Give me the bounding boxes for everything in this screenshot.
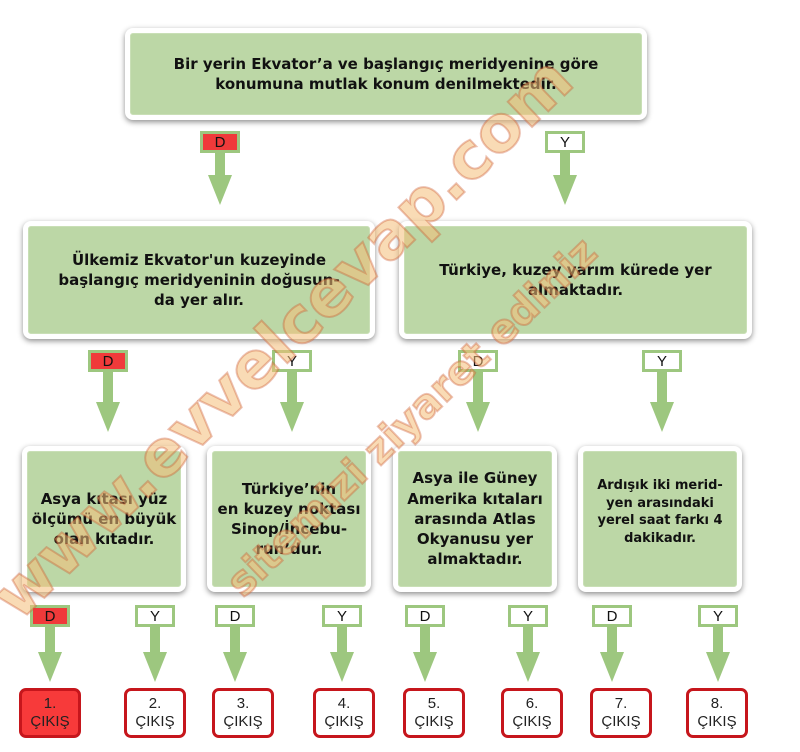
exit-6[interactable]: 6. ÇIKIŞ xyxy=(501,688,563,738)
level2-right-false-arrow xyxy=(650,372,674,432)
exit-8-label: ÇIKIŞ xyxy=(697,713,737,730)
level3-2-true-label[interactable]: D xyxy=(215,605,255,627)
level3-4-true-arrow xyxy=(600,627,624,682)
level3-3-true-arrow xyxy=(413,627,437,682)
root-true-label[interactable]: D xyxy=(200,131,240,153)
level3-1-true-arrow xyxy=(38,627,62,682)
level3-1-false-arrow xyxy=(143,627,167,682)
exit-4[interactable]: 4. ÇIKIŞ xyxy=(313,688,375,738)
root-false-arrow xyxy=(553,153,577,205)
level3-text-1: Asya kıtası yüz ölçümü en büyük olan kıt… xyxy=(31,489,177,549)
exit-8-number: 8. xyxy=(710,695,724,712)
level3-box-4: Ardışık iki merid- yen arasındaki yerel … xyxy=(578,446,742,592)
level2-left-true-arrow xyxy=(96,372,120,432)
level3-box-1: Asya kıtası yüz ölçümü en büyük olan kıt… xyxy=(22,446,186,592)
exit-2-label: ÇIKIŞ xyxy=(135,713,175,730)
exit-6-label: ÇIKIŞ xyxy=(512,713,552,730)
exit-4-number: 4. xyxy=(337,695,351,712)
level3-3-false-arrow xyxy=(516,627,540,682)
level3-3-false-label[interactable]: Y xyxy=(508,605,548,627)
level3-2-true-arrow xyxy=(223,627,247,682)
exit-1-label: ÇIKIŞ xyxy=(30,713,70,730)
exit-6-number: 6. xyxy=(525,695,539,712)
exit-2-number: 2. xyxy=(148,695,162,712)
level2-right-box: Türkiye, kuzey yarım kürede yer almaktad… xyxy=(399,221,752,339)
level3-1-false-label[interactable]: Y xyxy=(135,605,175,627)
level3-text-2: Türkiye’nin en kuzey noktası Sinop/İnceb… xyxy=(217,479,361,559)
exit-3[interactable]: 3. ÇIKIŞ xyxy=(212,688,274,738)
level2-left-true-label[interactable]: D xyxy=(88,350,128,372)
level3-text-4: Ardışık iki merid- yen arasındaki yerel … xyxy=(597,478,723,546)
root-false-label[interactable]: Y xyxy=(545,131,585,153)
exit-7-number: 7. xyxy=(614,695,628,712)
exit-1[interactable]: 1. ÇIKIŞ xyxy=(19,688,81,738)
level3-4-false-label[interactable]: Y xyxy=(698,605,738,627)
level2-right-true-label[interactable]: D xyxy=(458,350,498,372)
level3-text-3: Asya ile Güney Amerika kıtaları arasında… xyxy=(407,469,543,569)
exit-3-label: ÇIKIŞ xyxy=(223,713,263,730)
root-question-text: Bir yerin Ekvator’a ve başlangıç meridye… xyxy=(173,54,599,93)
level2-left-box: Ülkemiz Ekvator'un kuzeyinde başlangıç m… xyxy=(23,221,375,339)
level3-box-3: Asya ile Güney Amerika kıtaları arasında… xyxy=(393,446,557,592)
level2-left-text: Ülkemiz Ekvator'un kuzeyinde başlangıç m… xyxy=(58,250,340,310)
level2-left-false-arrow xyxy=(280,372,304,432)
level3-2-false-label[interactable]: Y xyxy=(322,605,362,627)
exit-1-number: 1. xyxy=(43,695,57,712)
level3-2-false-arrow xyxy=(330,627,354,682)
exit-7-label: ÇIKIŞ xyxy=(601,713,641,730)
exit-5[interactable]: 5. ÇIKIŞ xyxy=(403,688,465,738)
level2-right-false-label[interactable]: Y xyxy=(642,350,682,372)
exit-8[interactable]: 8. ÇIKIŞ xyxy=(686,688,748,738)
exit-5-number: 5. xyxy=(427,695,441,712)
level3-1-true-label[interactable]: D xyxy=(30,605,70,627)
level2-right-text: Türkiye, kuzey yarım kürede yer almaktad… xyxy=(439,260,712,299)
level3-4-true-label[interactable]: D xyxy=(592,605,632,627)
level3-3-true-label[interactable]: D xyxy=(405,605,445,627)
exit-3-number: 3. xyxy=(236,695,250,712)
root-question-box: Bir yerin Ekvator’a ve başlangıç meridye… xyxy=(125,28,647,120)
exit-5-label: ÇIKIŞ xyxy=(414,713,454,730)
level3-4-false-arrow xyxy=(706,627,730,682)
exit-2[interactable]: 2. ÇIKIŞ xyxy=(124,688,186,738)
level2-right-true-arrow xyxy=(466,372,490,432)
root-true-arrow xyxy=(208,153,232,205)
level3-box-2: Türkiye’nin en kuzey noktası Sinop/İnceb… xyxy=(207,446,371,592)
exit-7[interactable]: 7. ÇIKIŞ xyxy=(590,688,652,738)
level2-left-false-label[interactable]: Y xyxy=(272,350,312,372)
exit-4-label: ÇIKIŞ xyxy=(324,713,364,730)
